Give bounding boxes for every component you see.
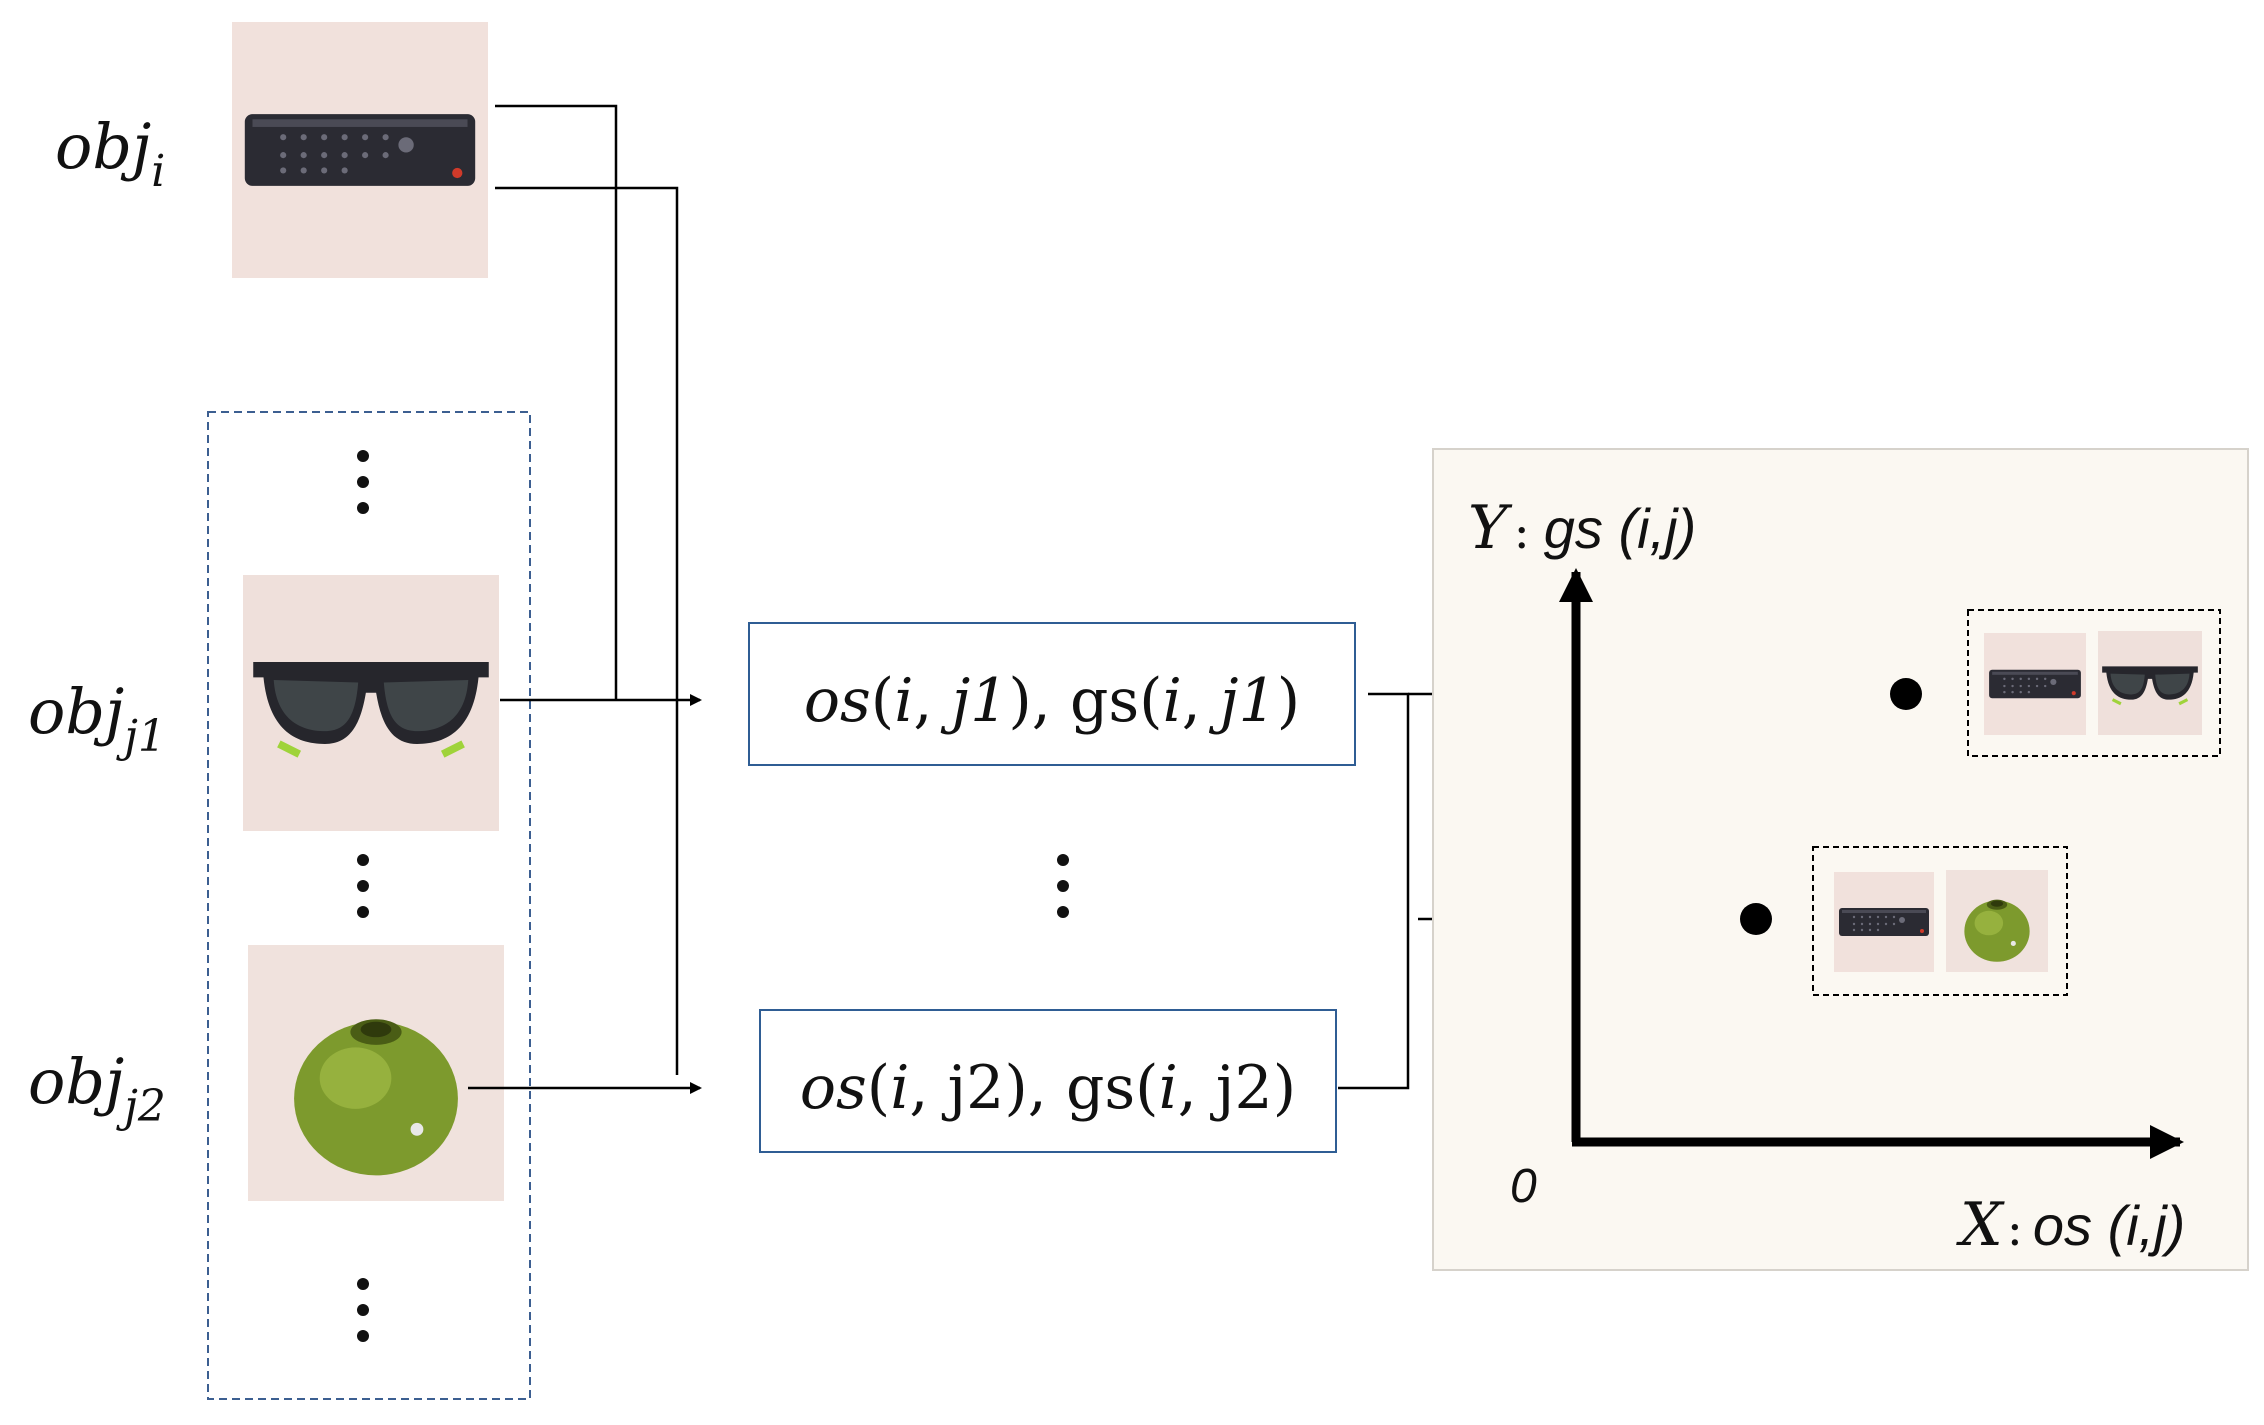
plot-panel: Y:gs (i,j) 0 X:os (i,j) [1432, 448, 2249, 1271]
vertical-ellipsis-boxes [1057, 854, 1069, 918]
thumbnail-sunglasses-j1 [2096, 629, 2204, 737]
plot-point-j1 [1890, 678, 1922, 710]
obj-j2-label: objj2 [28, 1045, 166, 1132]
pair-thumbnail-group-j1 [1967, 609, 2221, 757]
obj-i-group: obji [55, 22, 488, 278]
score-box-j1: os(i, j1), gs(i, j1) [748, 622, 1356, 766]
sunglasses-photo [243, 575, 499, 831]
obj-i-label: obji [55, 110, 165, 197]
y-axis-label: Y:gs (i,j) [1468, 493, 1696, 563]
obj-j1-label: objj1 [28, 675, 166, 762]
vertical-ellipsis-bottom [357, 1278, 369, 1342]
obj-j1-group: objj1 [28, 575, 499, 831]
plot-point-j2 [1740, 903, 1772, 935]
score-box-j2: os(i, j2), gs(i, j2) [759, 1009, 1337, 1153]
apple-photo [248, 945, 504, 1201]
score-box-j1-text: os(i, j1), gs(i, j1) [804, 666, 1300, 736]
pair-thumbnail-group-j2 [1812, 846, 2068, 996]
origin-label: 0 [1510, 1160, 1537, 1213]
candidate-objects-dashed-group [207, 411, 531, 1400]
thumbnail-apple-j2 [1946, 870, 2048, 972]
remote-control-photo [232, 22, 488, 278]
score-box-j2-text: os(i, j2), gs(i, j2) [800, 1053, 1296, 1123]
obj-j2-group: objj2 [28, 945, 504, 1201]
vertical-ellipsis-middle [357, 854, 369, 918]
thumbnail-remote-j1 [1984, 633, 2086, 735]
x-axis-label: X:os (i,j) [1956, 1190, 2185, 1260]
vertical-ellipsis-top [357, 450, 369, 514]
thumbnail-remote-j2 [1834, 872, 1934, 972]
